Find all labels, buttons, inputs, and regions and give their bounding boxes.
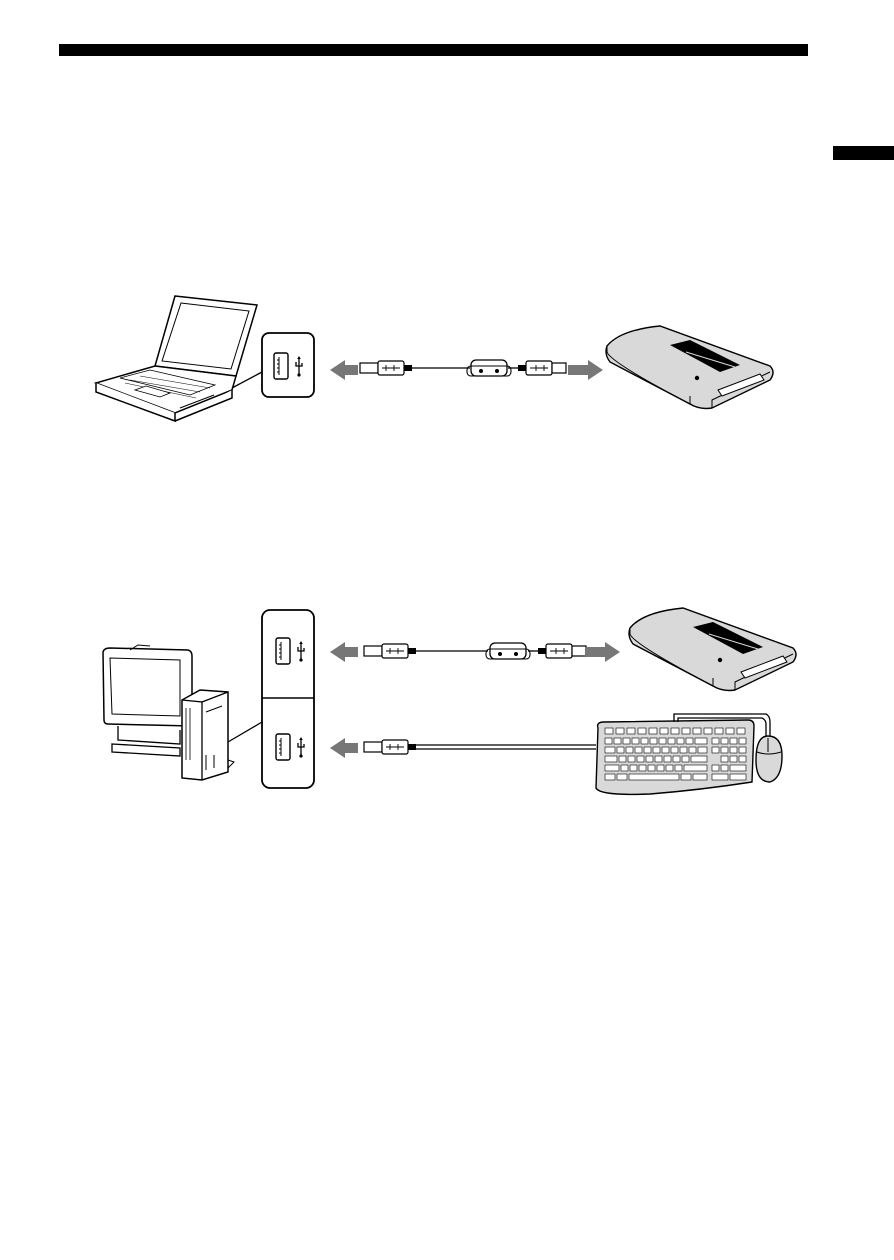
arrow-left-icon	[330, 642, 358, 662]
keyboard-icon	[596, 720, 754, 794]
arrow-left-icon	[330, 738, 358, 758]
card-reader-icon	[629, 608, 796, 691]
desktop-pc-icon	[103, 645, 262, 780]
arrow-right-icon	[585, 642, 620, 662]
usb-cable-with-ferrite-core	[364, 643, 586, 659]
mouse-icon	[756, 736, 782, 782]
usb-port-icon	[276, 638, 290, 664]
usb-port-bracket	[262, 610, 314, 788]
usb-cable	[364, 740, 596, 754]
usb-port-icon	[276, 734, 290, 760]
